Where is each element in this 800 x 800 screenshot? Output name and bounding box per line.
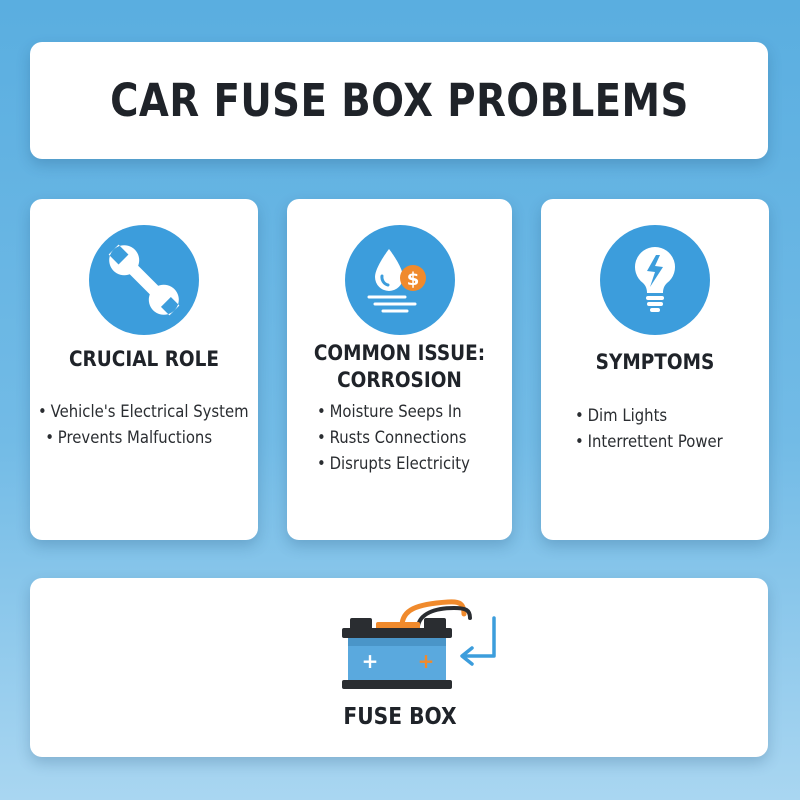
heading-line: CRUCIAL ROLE bbox=[68, 347, 220, 371]
fuse-box-label: FUSE BOX bbox=[343, 704, 457, 730]
list-item: Disrupts Electricity bbox=[317, 451, 493, 477]
lightbulb-icon bbox=[600, 225, 710, 335]
heading-line: SYMPTOMS bbox=[595, 350, 715, 374]
title-banner: CAR FUSE BOX PROBLEMS bbox=[30, 42, 768, 159]
list-item: Rusts Connections bbox=[317, 425, 493, 451]
list-item: Prevents Malfuctions bbox=[38, 425, 236, 451]
card-symptoms: SYMPTOMS Dim Lights Interrettent Power bbox=[541, 199, 769, 540]
bullet-list: Vehicle's Electrical System Prevents Mal… bbox=[30, 399, 258, 451]
list-item: Dim Lights bbox=[575, 403, 750, 429]
card-crucial-role: CRUCIAL ROLE Vehicle's Electrical System… bbox=[30, 199, 258, 540]
wrench-icon bbox=[89, 225, 199, 335]
card-heading: COMMON ISSUE: CORROSION bbox=[301, 340, 499, 394]
list-item: Vehicle's Electrical System bbox=[38, 399, 249, 425]
bullet-list: Moisture Seeps In Rusts Connections Disr… bbox=[287, 399, 512, 477]
card-heading: CRUCIAL ROLE bbox=[44, 346, 245, 373]
battery-icon: + + bbox=[342, 599, 496, 689]
heading-line: CORROSION bbox=[337, 368, 462, 392]
card-heading: SYMPTOMS bbox=[555, 349, 756, 376]
list-item: Interrettent Power bbox=[575, 429, 750, 455]
dollar-symbol: $ bbox=[406, 269, 419, 290]
card-common-issue: $ COMMON ISSUE: CORROSION Moisture Seeps… bbox=[287, 199, 512, 540]
water-drop-dollar-icon: $ bbox=[344, 225, 455, 335]
heading-line: COMMON ISSUE: bbox=[313, 341, 486, 365]
plus-sign-left: + bbox=[362, 649, 379, 673]
plus-sign-right: + bbox=[418, 649, 435, 673]
list-item: Moisture Seeps In bbox=[317, 399, 493, 425]
bullet-list: Dim Lights Interrettent Power bbox=[541, 403, 769, 455]
page-title: CAR FUSE BOX PROBLEMS bbox=[109, 74, 689, 127]
